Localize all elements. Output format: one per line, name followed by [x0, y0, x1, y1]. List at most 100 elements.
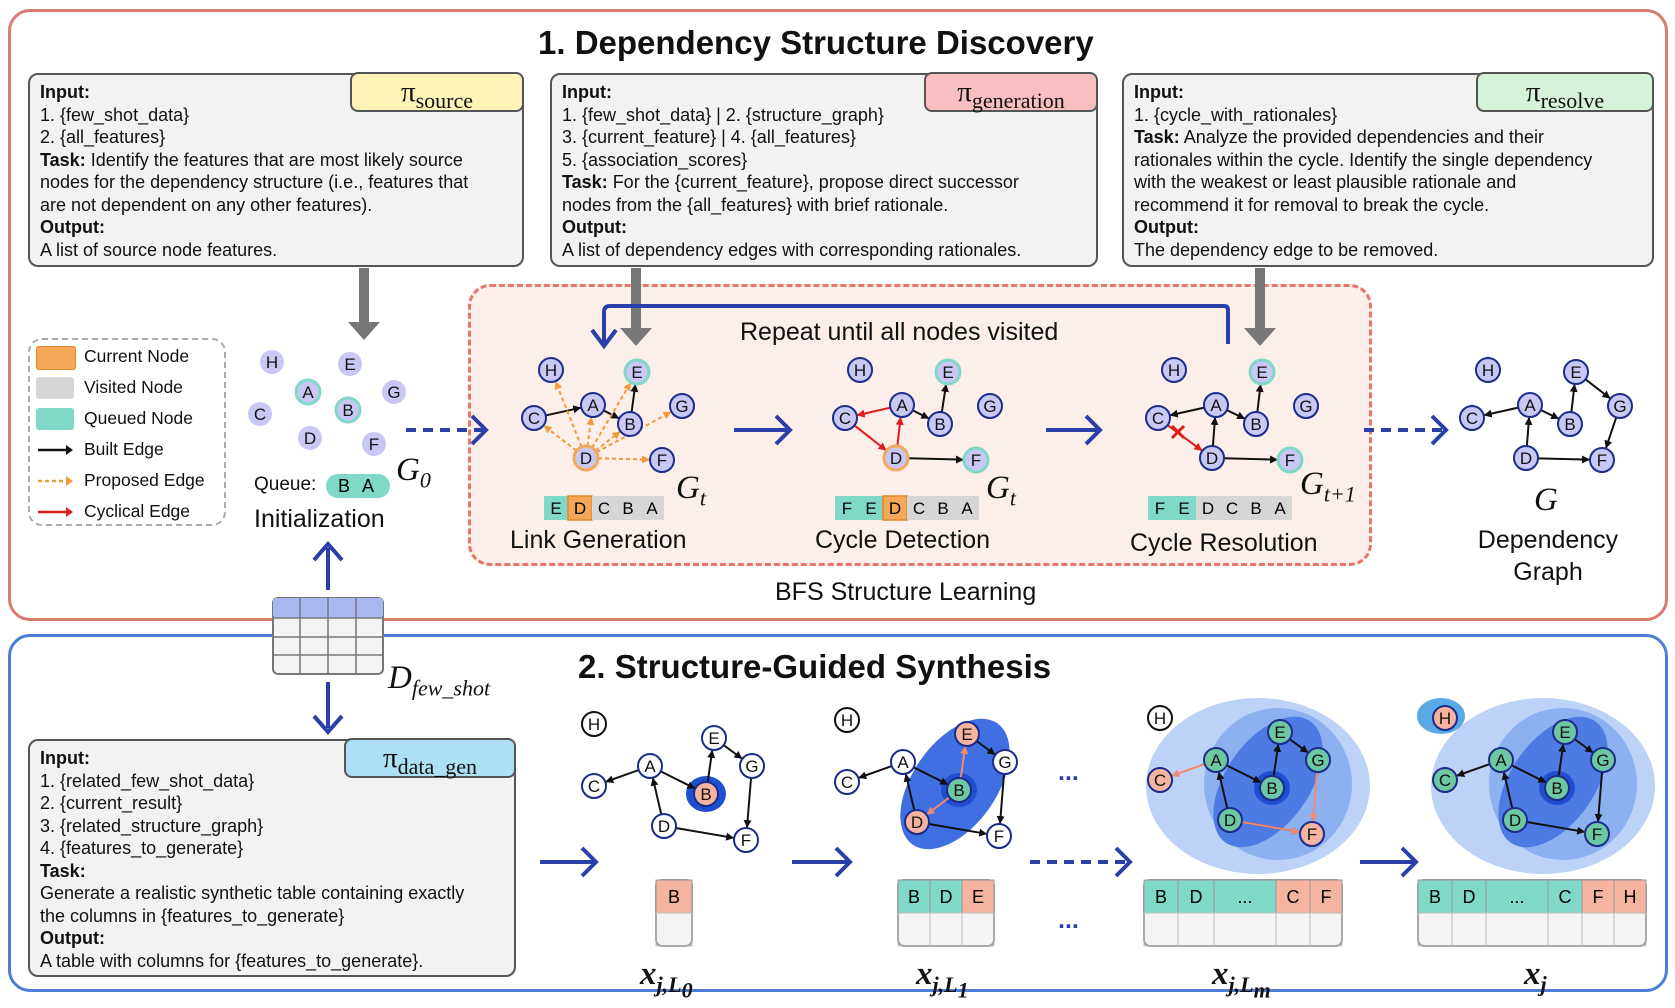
edge [660, 770, 696, 790]
edge [853, 424, 887, 451]
queue-label: Queue: [254, 474, 317, 495]
node-label-E: E [1274, 723, 1285, 742]
prompt-source-line: A list of source node features. [40, 239, 278, 260]
prompt-resolve-box: Input:1. {cycle_with_rationales}Task: An… [1122, 73, 1654, 267]
edge [605, 769, 640, 784]
output-table-header-cell [897, 879, 931, 914]
repeat-label: Repeat until all nodes visited [740, 318, 1059, 346]
node-G [1293, 393, 1319, 419]
node-E [701, 725, 727, 751]
queue-cell [1268, 496, 1292, 520]
node-C [581, 773, 607, 799]
node-G [669, 393, 695, 419]
node-label-G: G [1613, 397, 1626, 416]
node-G [739, 753, 765, 779]
edge [675, 827, 735, 841]
queue-cell-label: E [865, 499, 876, 518]
queue-items: B A [338, 476, 378, 496]
queue-cell [616, 496, 640, 520]
edge [554, 381, 583, 448]
prompt-data_gen-line: Output: [40, 928, 105, 948]
prompt-source-box: Input:1. {few_shot_data}2. {all_features… [28, 73, 524, 267]
node-label-A: A [1524, 396, 1536, 415]
node-F [1584, 821, 1610, 847]
node-B [1557, 411, 1583, 437]
edge [591, 382, 632, 449]
output-table-header-label: B [668, 887, 680, 907]
node-label-C: C [528, 409, 540, 428]
blue-arrow-head [1084, 414, 1103, 446]
node-label-C: C [1439, 771, 1451, 790]
gray-arrow [631, 268, 641, 330]
node-A [1517, 392, 1543, 418]
few-shot-data-label: Dfew_shot [388, 660, 491, 701]
node-label-A: A [302, 383, 314, 402]
output-table-header-cell [1485, 879, 1549, 914]
node-label-H: H [1168, 361, 1180, 380]
edge [1255, 383, 1264, 413]
node-A [294, 378, 322, 406]
node-E [1552, 719, 1578, 745]
node-C [832, 405, 858, 431]
prompt-source-line: 1. {few_shot_data} [40, 104, 190, 125]
edge [1272, 743, 1282, 777]
node-label-A: A [644, 757, 656, 776]
edge [1574, 738, 1594, 754]
prompt-data_gen-line: the columns in {features_to_generate} [40, 905, 345, 926]
node-label-A: A [1210, 751, 1222, 770]
node-label-B: B [700, 785, 711, 804]
node-C [1432, 767, 1458, 793]
edge [1501, 771, 1514, 809]
edge [940, 383, 949, 413]
node-label-E: E [708, 729, 719, 748]
node-H [1147, 705, 1173, 731]
edge [959, 745, 969, 779]
queue-cell-label: F [842, 499, 852, 518]
ellipsis-top: ... [1058, 758, 1079, 786]
node-label-F: F [1592, 825, 1602, 844]
queue-cell-label: C [598, 499, 610, 518]
gray-arrow-head [1244, 328, 1276, 346]
node-B [1544, 775, 1570, 801]
node-C [1147, 767, 1173, 793]
node-label-B: B [342, 401, 353, 420]
node-D [298, 426, 322, 450]
edge [928, 823, 988, 837]
node-label-F: F [369, 435, 379, 454]
output-table-header-label: B [908, 887, 920, 907]
edge [1169, 406, 1205, 418]
output-table-header-cell [655, 879, 693, 914]
queue-cell-label: E [550, 499, 561, 518]
edge [1524, 416, 1533, 447]
node-C [1459, 405, 1485, 431]
queue-cell-label: D [574, 499, 586, 518]
output-table-header-label: D [1190, 887, 1203, 907]
node-label-B: B [953, 781, 964, 800]
node-E [1248, 358, 1276, 386]
down-arrow-head [312, 714, 344, 736]
queue-cell-label: F [1155, 499, 1165, 518]
output-table-header-label: B [1155, 887, 1167, 907]
ellipsis-bottom: ... [1058, 906, 1079, 934]
edge [597, 455, 651, 464]
node-B [693, 781, 719, 807]
queue-cell [1172, 496, 1196, 520]
queue-pill [326, 474, 390, 498]
node-label-B: B [934, 415, 945, 434]
node-label-G: G [745, 757, 758, 776]
node-D [572, 444, 600, 472]
prompt-source-line: nodes for the dependency structure (i.e.… [40, 172, 469, 192]
bfs-caption: BFS Structure Learning [775, 578, 1037, 606]
blue-arrow-head [1400, 846, 1419, 878]
edge [586, 416, 595, 447]
prompt-source-line: are not dependent on any other features)… [40, 194, 373, 215]
blue-arrow-head [1430, 414, 1449, 446]
initialization-caption: Initialization [254, 505, 385, 533]
queue-cell [592, 496, 616, 520]
prompt-resolve-line: rationales within the cycle. Identify th… [1134, 149, 1593, 170]
node-label-B: B [1564, 415, 1575, 434]
node-B [1243, 411, 1269, 437]
node-label-G: G [983, 397, 996, 416]
legend-label: Visited Node [84, 377, 183, 397]
